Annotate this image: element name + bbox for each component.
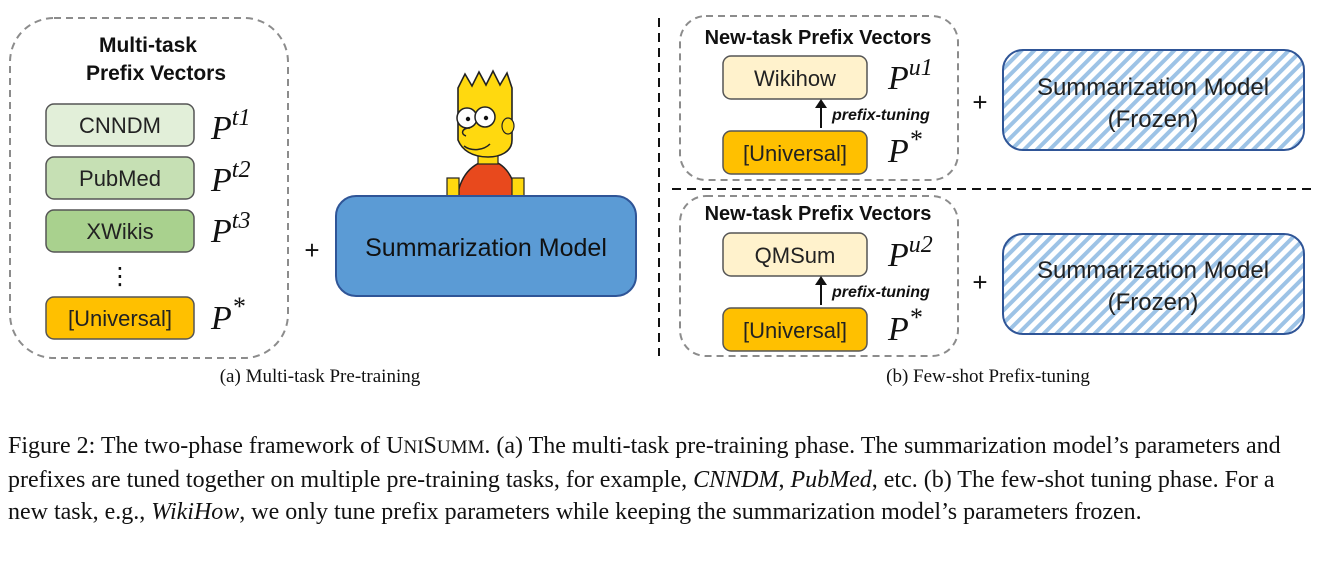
caption-text: , <box>778 467 791 493</box>
universal-label: [Universal] <box>743 318 847 343</box>
universal-box <box>45 296 195 340</box>
caption-text: , we only tune prefix parameters while k… <box>239 499 1142 525</box>
figure-caption: Figure 2: The two-phase framework of UNI… <box>8 430 1308 528</box>
prefix-symbol: Pt3 <box>210 208 250 250</box>
new-task-prefix-group <box>679 15 959 181</box>
universal-prefix: [Universal] P* <box>45 292 245 340</box>
method-name-ni: NI <box>403 437 424 458</box>
method-name-umm: UMM <box>436 437 485 458</box>
framework-diagram: Multi-task Prefix Vectors CNNDM Pt1 PubM… <box>9 15 1312 387</box>
plus-sign: + <box>972 267 987 297</box>
task-box <box>45 156 195 200</box>
method-name: UNISUMM <box>386 433 484 459</box>
arrow-head <box>815 276 827 285</box>
group-title-line1: Multi-task <box>99 34 197 57</box>
task-prefix-cnndm: CNNDM Pt1 <box>45 103 250 147</box>
summarization-model: Summarization Model <box>335 195 637 297</box>
example-wikihow: WikiHow <box>151 499 240 525</box>
universal-box <box>722 130 868 175</box>
panel-b-caption: (b) Few-shot Prefix-tuning <box>886 366 1090 387</box>
few-shot-block-2: New-task Prefix Vectors QMSum Pu2 prefix… <box>679 195 1305 357</box>
frozen-model-label: Summarization Model <box>1037 257 1269 284</box>
arrow-head <box>815 99 827 108</box>
caption-text: . (a) The multi-task pre-training phase.… <box>8 433 1281 493</box>
group-title: New-task Prefix Vectors <box>705 27 932 49</box>
few-shot-block-1: New-task Prefix Vectors Wikihow Pu1 pref… <box>679 15 1305 181</box>
method-name-s: S <box>423 433 437 459</box>
frozen-model-label: Summarization Model <box>1037 74 1269 101</box>
prefix-symbol: P* <box>887 125 922 170</box>
prefix-symbol: Pt1 <box>210 105 250 147</box>
frozen-model-sublabel: (Frozen) <box>1108 289 1199 316</box>
vertical-ellipsis: ⋮ <box>108 262 132 290</box>
universal-label: [Universal] <box>68 306 172 331</box>
model-box <box>335 195 637 297</box>
model-label: Summarization Model <box>365 234 607 262</box>
task-box <box>45 209 195 253</box>
method-name-u: U <box>386 433 404 459</box>
cartoon-character-illustration <box>446 69 525 207</box>
prefix-symbol: Pu1 <box>887 55 933 97</box>
universal-box <box>722 307 868 352</box>
task-label: XWikis <box>86 219 153 244</box>
task-label: PubMed <box>79 166 161 191</box>
panel-a-caption: (a) Multi-task Pre-training <box>220 366 421 387</box>
prefix-symbol: P* <box>887 303 922 348</box>
multitask-prefix-group <box>9 17 289 359</box>
prefix-symbol: Pu2 <box>887 232 933 274</box>
task-box <box>45 103 195 147</box>
group-title: New-task Prefix Vectors <box>705 203 932 225</box>
frozen-model-box <box>1002 49 1305 151</box>
group-title-line2: Prefix Vectors <box>86 62 226 85</box>
new-task-label: Wikihow <box>754 66 836 91</box>
task-prefix-xwikis: XWikis Pt3 <box>45 208 250 253</box>
frozen-model-box <box>1002 233 1305 335</box>
arrow-label: prefix-tuning <box>831 284 930 301</box>
task-prefix-pubmed: PubMed Pt2 <box>45 156 250 200</box>
prefix-symbol: P* <box>210 292 245 337</box>
new-task-prefix-group <box>679 195 959 357</box>
frozen-model-sublabel: (Frozen) <box>1108 106 1199 133</box>
panel-a: Multi-task Prefix Vectors CNNDM Pt1 PubM… <box>9 17 637 387</box>
example-pubmed: PubMed <box>790 467 872 493</box>
new-task-box <box>722 55 868 100</box>
new-task-label: QMSum <box>755 243 836 268</box>
arrow-label: prefix-tuning <box>831 107 930 124</box>
caption-text: , etc. (b) The few-shot tuning phase. Fo… <box>8 467 1275 525</box>
plus-sign: + <box>972 87 987 117</box>
new-task-box <box>722 232 868 277</box>
plus-sign: + <box>304 235 319 265</box>
universal-label: [Universal] <box>743 141 847 166</box>
example-cnndm: CNNDM <box>693 467 779 493</box>
prefix-symbol: Pt2 <box>210 157 250 199</box>
task-label: CNNDM <box>79 113 161 138</box>
caption-text: Figure 2: The two-phase framework of <box>8 433 387 459</box>
